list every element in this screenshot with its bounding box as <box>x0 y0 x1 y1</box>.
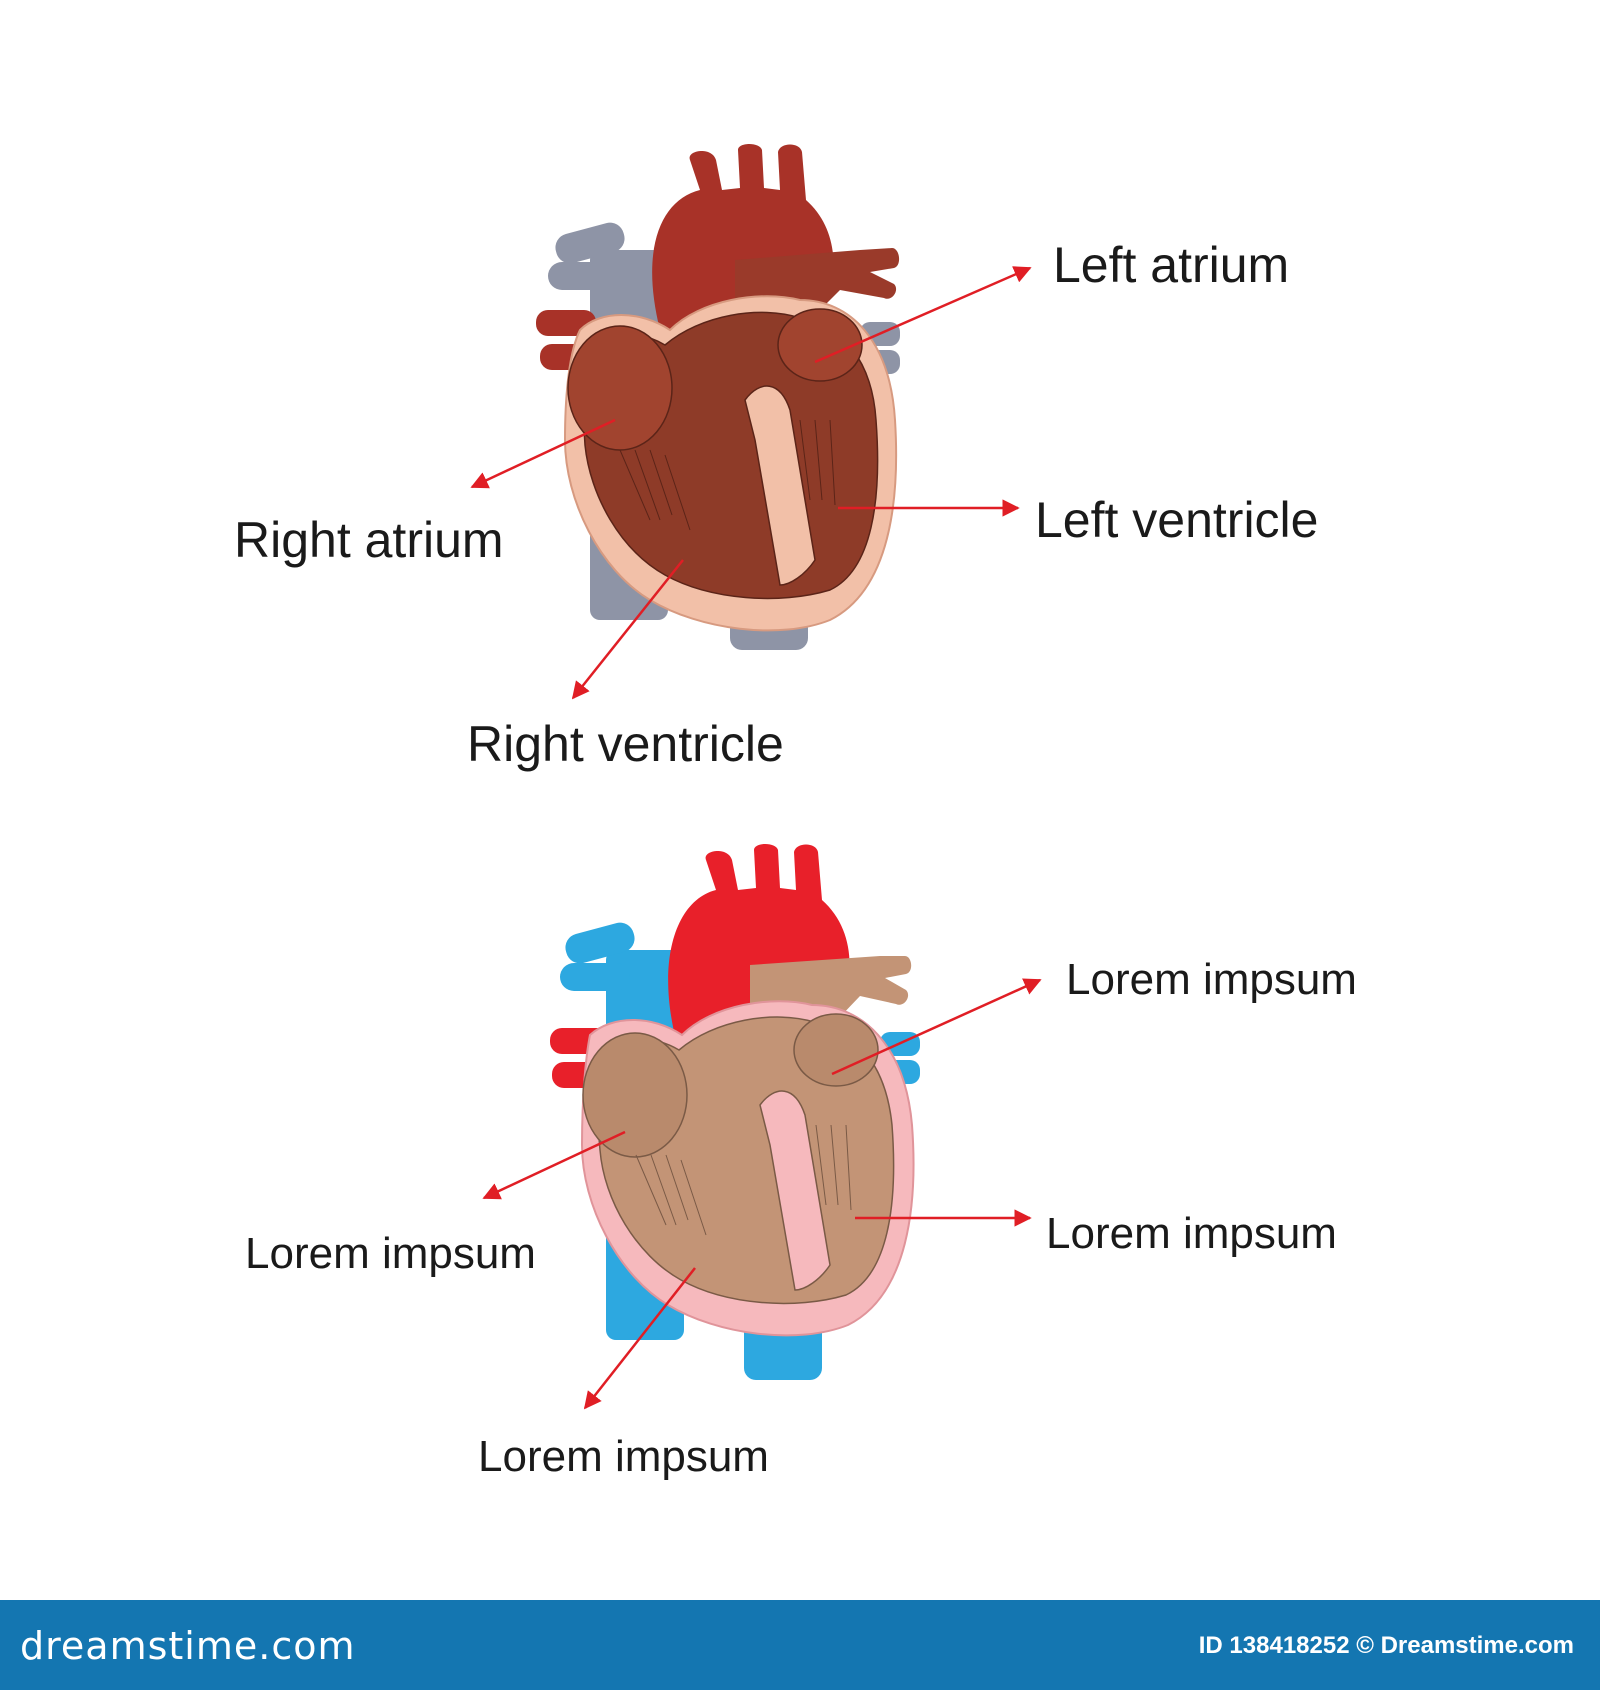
heart-diagram-top <box>470 144 1032 700</box>
septum-top <box>744 385 816 586</box>
septum-bottom <box>759 1090 831 1291</box>
arrow-right-ventricle-top <box>571 559 684 700</box>
footer-bar: dreamstime.com ID 138418252 © Dreamstime… <box>0 1600 1600 1690</box>
label-right-atrium-top: Right atrium <box>234 512 504 568</box>
arrow-left-atrium-bottom <box>831 978 1042 1076</box>
label-right-ventricle-top: Right ventricle <box>467 716 784 772</box>
left-atrium-bottom <box>793 1013 879 1087</box>
label-left-ventricle-top: Left ventricle <box>1035 492 1319 548</box>
label-left-atrium-top: Left atrium <box>1053 237 1290 293</box>
arrow-right-atrium-bottom <box>482 1130 626 1200</box>
left-atrium-top <box>777 308 863 382</box>
footer-brand-logo[interactable]: dreamstime.com <box>20 1624 356 1668</box>
arrow-right-ventricle-bottom <box>583 1267 696 1410</box>
label-left-atrium-bottom: Lorem impsum <box>1066 955 1357 1004</box>
right-atrium-top <box>567 325 673 451</box>
footer-image-id: ID 138418252 © Dreamstime.com <box>1198 1632 1574 1659</box>
label-right-ventricle-bottom: Lorem impsum <box>478 1432 769 1481</box>
right-atrium-bottom <box>582 1032 688 1158</box>
arrow-left-atrium-top <box>814 266 1032 364</box>
chordae-bottom <box>635 1124 852 1236</box>
label-left-ventricle-bottom: Lorem impsum <box>1046 1209 1337 1258</box>
heart-diagram-bottom <box>482 844 1042 1410</box>
arrow-right-atrium-top <box>470 418 616 489</box>
label-right-atrium-bottom: Lorem impsum <box>245 1229 536 1278</box>
chordae-top <box>619 419 836 531</box>
